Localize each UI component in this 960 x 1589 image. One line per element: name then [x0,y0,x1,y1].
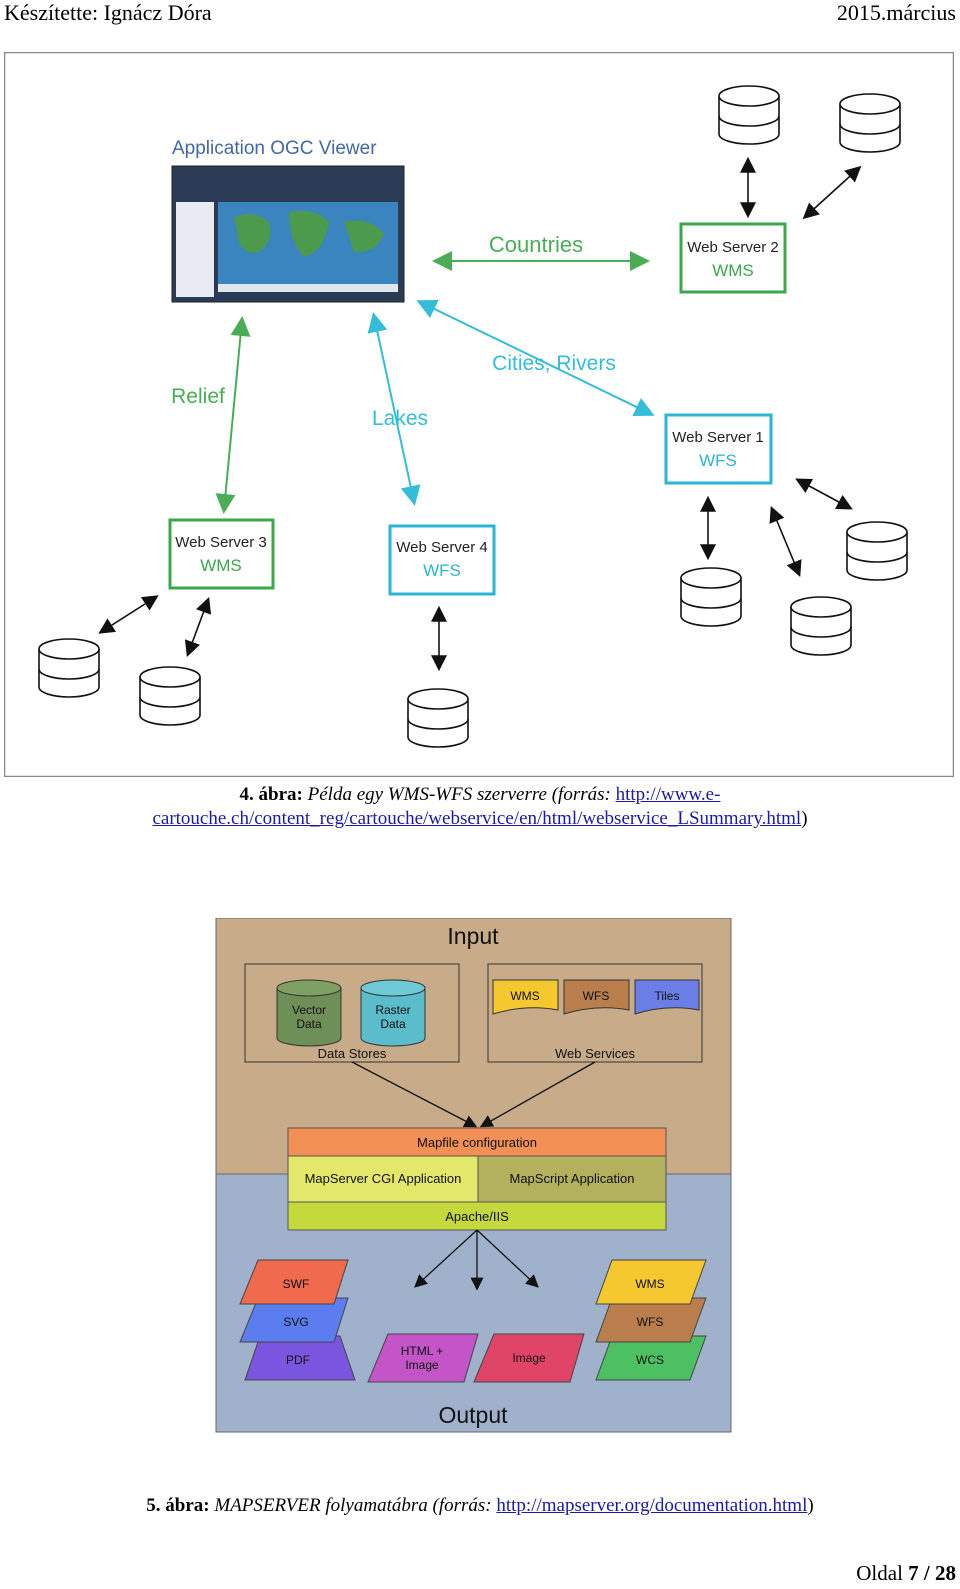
svg-text:Web Server 4: Web Server 4 [396,539,487,556]
footer-prefix: Oldal [856,1561,909,1585]
svg-text:Image: Image [405,1358,439,1372]
page-footer: Oldal 7 / 28 [856,1560,956,1586]
svg-text:Image: Image [512,1351,546,1365]
svg-text:PDF: PDF [286,1353,310,1367]
label-lakes: Lakes [372,407,428,430]
svg-text:Mapfile configuration: Mapfile configuration [417,1135,537,1150]
mapserver-cgi-application: MapServer CGI Application [287,1155,479,1203]
svg-text:MapScript Application: MapScript Application [509,1171,634,1186]
web-service-tiles: Tiles [634,979,700,1015]
database-icon [846,521,908,581]
header-author: Készítette: Ignácz Dóra [4,0,212,25]
label-cities-rivers: Cities, Rivers [492,352,616,375]
svg-text:WMS: WMS [510,989,539,1003]
svg-text:Data: Data [380,1017,406,1031]
output-image: Image [473,1333,585,1383]
svg-text:Tiles: Tiles [655,989,680,1003]
raster-data-cylinder: Raster Data [360,979,426,1047]
database-icon [407,688,469,748]
caption-4-text: Példa egy WMS-WFS szerverre (forrás: [307,784,616,805]
svg-text:Web Server 3: Web Server 3 [175,534,266,551]
database-icon [139,666,201,726]
database-icon [718,85,780,145]
mapfile-configuration: Mapfile configuration [287,1127,667,1157]
svg-text:WFS: WFS [423,561,461,580]
mapscript-application: MapScript Application [477,1155,667,1203]
output-wms: WMS [595,1259,707,1305]
header-date: 2015.március [836,0,956,25]
svg-text:Apache/IIS: Apache/IIS [445,1209,509,1224]
svg-text:Raster: Raster [375,1003,410,1017]
viewer-screenshot [171,165,405,303]
svg-text:MapServer CGI Application: MapServer CGI Application [305,1171,462,1186]
web-services-label: Web Services [555,1046,635,1061]
svg-text:HTML +: HTML + [401,1344,444,1358]
output-svg: SVG [239,1297,349,1343]
caption-4-close: ) [801,808,808,829]
svg-text:WFS: WFS [637,1315,664,1329]
caption-5-text: MAPSERVER folyamatábra (forrás: [214,1495,497,1516]
input-title: Input [447,923,499,949]
output-html-image: HTML + Image [367,1333,479,1383]
svg-text:WCS: WCS [636,1353,664,1367]
output-swf: SWF [239,1259,349,1305]
caption-5-link[interactable]: http://mapserver.org/documentation.html [496,1495,808,1516]
caption-figure-5: 5. ábra: MAPSERVER folyamatábra (forrás:… [0,1494,960,1518]
caption-figure-4: 4. ábra: Példa egy WMS-WFS szerverre (fo… [0,783,960,831]
data-stores-label: Data Stores [318,1046,387,1061]
output-wfs: WFS [595,1297,707,1343]
caption-4-link-part1[interactable]: http://www.e- [615,784,721,805]
caption-4-label: 4. ábra: [239,784,303,805]
svg-text:Web Server 2: Web Server 2 [687,239,778,256]
svg-text:WMS: WMS [712,261,754,280]
footer-sep: / [918,1561,935,1585]
web-server-1: Web Server 1 WFS [664,413,773,485]
output-pdf: PDF [244,1335,356,1381]
database-icon [839,93,901,153]
caption-5-label: 5. ábra: [146,1495,210,1516]
web-service-wfs: WFS [563,979,630,1015]
apache-iis: Apache/IIS [287,1201,667,1231]
caption-4-link-part2[interactable]: cartouche.ch/content_reg/cartouche/webse… [152,808,802,829]
vector-data-cylinder: Vector Data [276,979,342,1047]
caption-5-close: ) [807,1495,814,1516]
output-wcs: WCS [595,1335,707,1381]
figure-5-mapserver-flowchart: Input Output Vector Data Raster Data Dat… [215,918,732,1433]
viewer-title: Application OGC Viewer [172,138,377,159]
svg-text:WFS: WFS [699,451,737,470]
web-server-3: Web Server 3 WMS [168,518,275,590]
svg-text:SWF: SWF [283,1277,310,1291]
web-server-4: Web Server 4 WFS [388,524,496,596]
svg-text:SVG: SVG [283,1315,308,1329]
web-service-wms: WMS [492,979,559,1015]
footer-total: 28 [935,1561,956,1585]
svg-text:Vector: Vector [292,1003,326,1017]
svg-text:WMS: WMS [200,556,242,575]
output-title: Output [438,1402,508,1428]
label-relief: Relief [171,385,225,408]
web-server-2: Web Server 2 WMS [679,222,787,294]
database-icon [680,567,742,627]
svg-text:Data: Data [296,1017,322,1031]
database-icon [38,638,100,698]
database-icon [790,596,852,656]
svg-text:WMS: WMS [635,1277,664,1291]
figure-4-ogc-diagram: Application OGC Viewer Web Server 2 WMS … [4,52,954,777]
svg-text:WFS: WFS [583,989,610,1003]
footer-page: 7 [908,1561,919,1585]
label-countries: Countries [489,232,583,257]
svg-text:Web Server 1: Web Server 1 [672,429,763,446]
